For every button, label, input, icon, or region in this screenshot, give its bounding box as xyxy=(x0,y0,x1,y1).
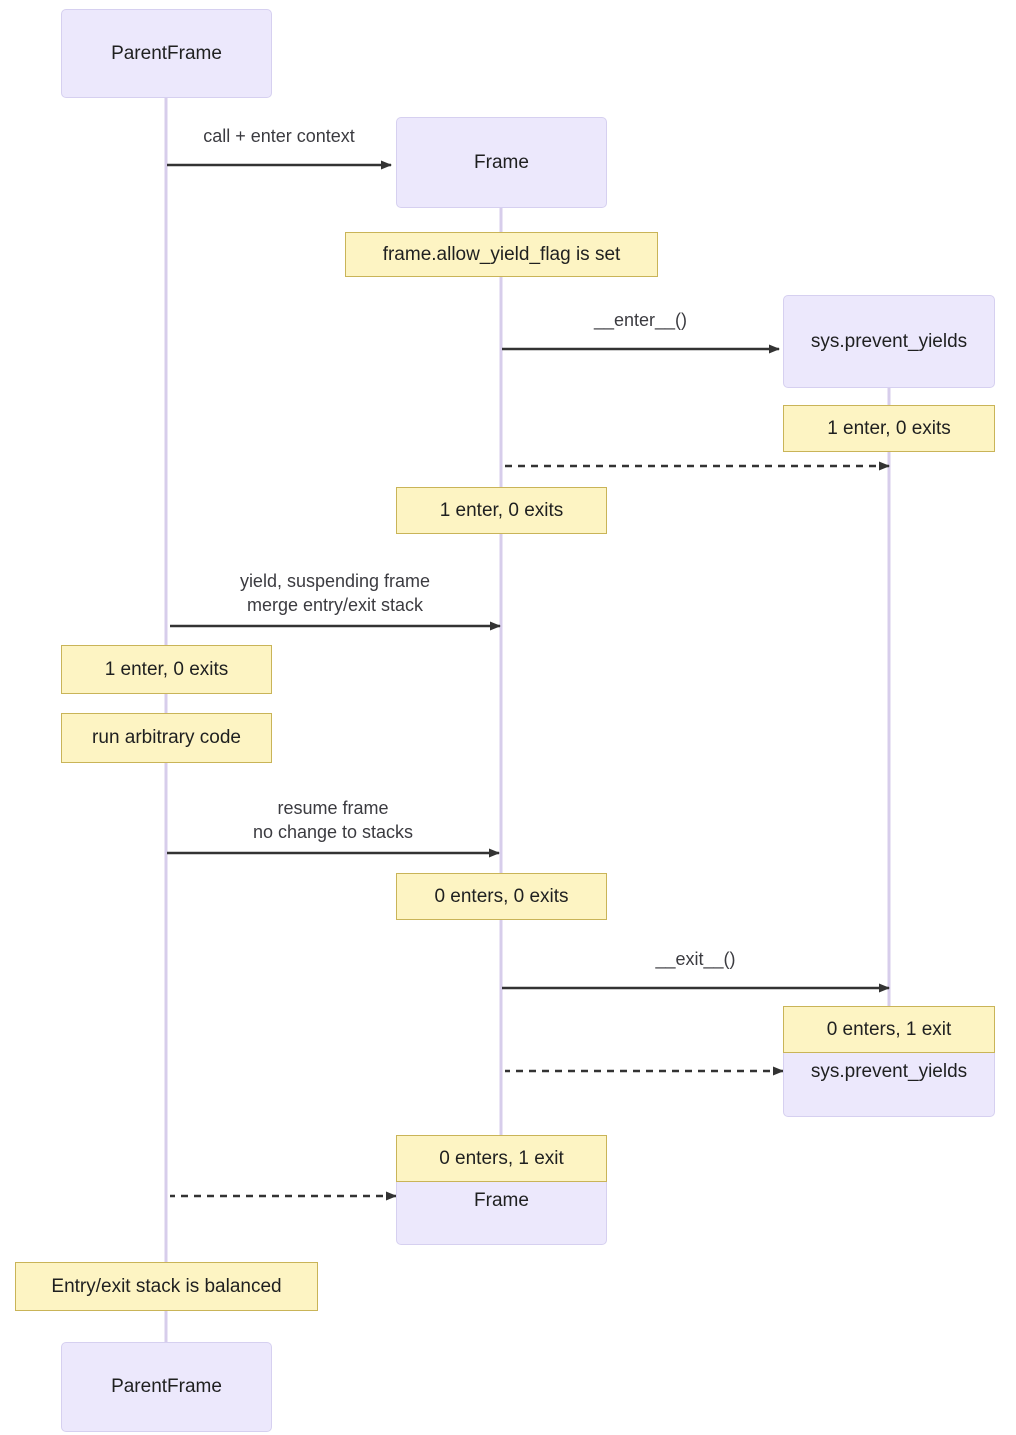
participant-label: Frame xyxy=(474,151,529,173)
message-enter-label: __enter__() xyxy=(593,310,688,330)
note-parent-entry-exit-balanced: Entry/exit stack is balanced xyxy=(15,1262,318,1311)
message-yield-suspending-frame-label: yield, suspending frame merge entry/exit… xyxy=(239,571,431,615)
participant-label: Frame xyxy=(474,1189,529,1211)
participant-label: sys.prevent_yields xyxy=(810,330,968,352)
note-text: 0 enters, 0 exits xyxy=(434,885,569,907)
participant-top-parentframe[interactable]: ParentFrame xyxy=(61,9,272,98)
note-text: 1 enter, 0 exits xyxy=(827,417,951,439)
participant-label: sys.prevent_yields xyxy=(810,1060,968,1082)
note-text: 0 enters, 1 exit xyxy=(439,1147,564,1169)
note-text: Entry/exit stack is balanced xyxy=(51,1275,282,1297)
message-resume-frame-label: resume frame no change to stacks xyxy=(252,798,414,842)
participant-label: ParentFrame xyxy=(111,42,222,64)
note-text: frame.allow_yield_flag is set xyxy=(382,243,621,265)
messages-group xyxy=(167,160,890,1201)
message-exit-label: __exit__() xyxy=(655,949,736,969)
note-prevent-0-enters-1-exit: 0 enters, 1 exit xyxy=(783,1006,995,1053)
note-frame-0-enters-0-exits: 0 enters, 0 exits xyxy=(396,873,607,920)
participant-bottom-parentframe[interactable]: ParentFrame xyxy=(61,1342,272,1432)
note-text: run arbitrary code xyxy=(92,727,241,748)
note-text: 1 enter, 0 exits xyxy=(104,658,229,680)
note-text: 0 enters, 1 exit xyxy=(826,1018,952,1040)
note-prevent-1-enter-0-exits: 1 enter, 0 exits xyxy=(783,405,995,452)
note-parent-1-enter-0-exits: 1 enter, 0 exits xyxy=(61,645,272,694)
note-frame-1-enter-0-exits: 1 enter, 0 exits xyxy=(396,487,607,534)
note-parent-run-arbitrary-code: run arbitrary code xyxy=(61,713,272,763)
note-text: 1 enter, 0 exits xyxy=(439,499,564,521)
participant-top-frame[interactable]: Frame xyxy=(396,117,607,208)
participant-label: ParentFrame xyxy=(111,1376,222,1397)
note-frame-allow-yield-flag: frame.allow_yield_flag is set xyxy=(345,232,658,277)
participant-top-sys-prevent-yields[interactable]: sys.prevent_yields xyxy=(783,295,995,388)
message-call-enter-context-label: call + enter context xyxy=(203,126,355,146)
note-frame-0-enters-1-exit: 0 enters, 1 exit xyxy=(396,1135,607,1182)
